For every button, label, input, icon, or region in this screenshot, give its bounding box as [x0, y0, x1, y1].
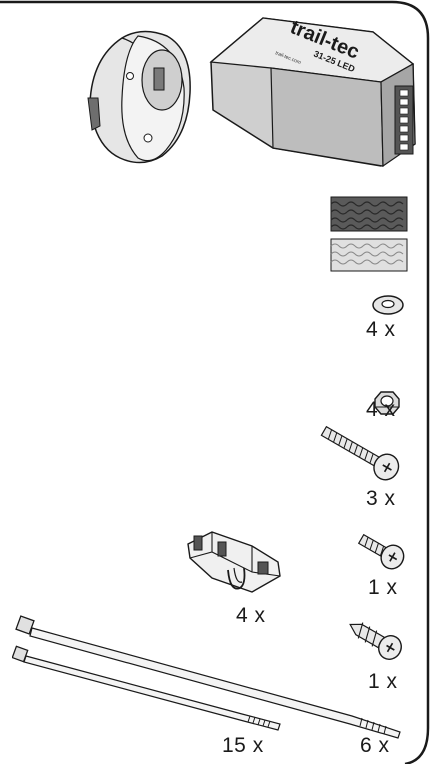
nut-qty: 4 x [366, 398, 396, 421]
short-screw-illustration [357, 533, 405, 570]
washer-qty: 4 x [366, 318, 396, 341]
module-illustration: trail-tec 31-25 LED trail-tec.com [209, 16, 416, 168]
socket-illustration [87, 30, 191, 164]
connector-qty: 4 x [236, 604, 266, 627]
connector-illustration [187, 531, 281, 593]
wood-screw-qty: 1 x [368, 670, 398, 693]
long-screw-qty: 3 x [366, 487, 396, 510]
washer-illustration [372, 295, 404, 315]
wood-screw-illustration [349, 622, 402, 660]
velcro-loop-strip [330, 238, 408, 272]
long-tie-qty: 6 x [360, 734, 390, 757]
long-screw-illustration [320, 425, 400, 481]
nut-illustration [374, 391, 400, 415]
velcro-hook-strip [330, 196, 408, 232]
cable-ties-illustration [12, 615, 401, 739]
short-tie-qty: 15 x [222, 734, 264, 757]
short-screw-qty: 1 x [368, 576, 398, 599]
